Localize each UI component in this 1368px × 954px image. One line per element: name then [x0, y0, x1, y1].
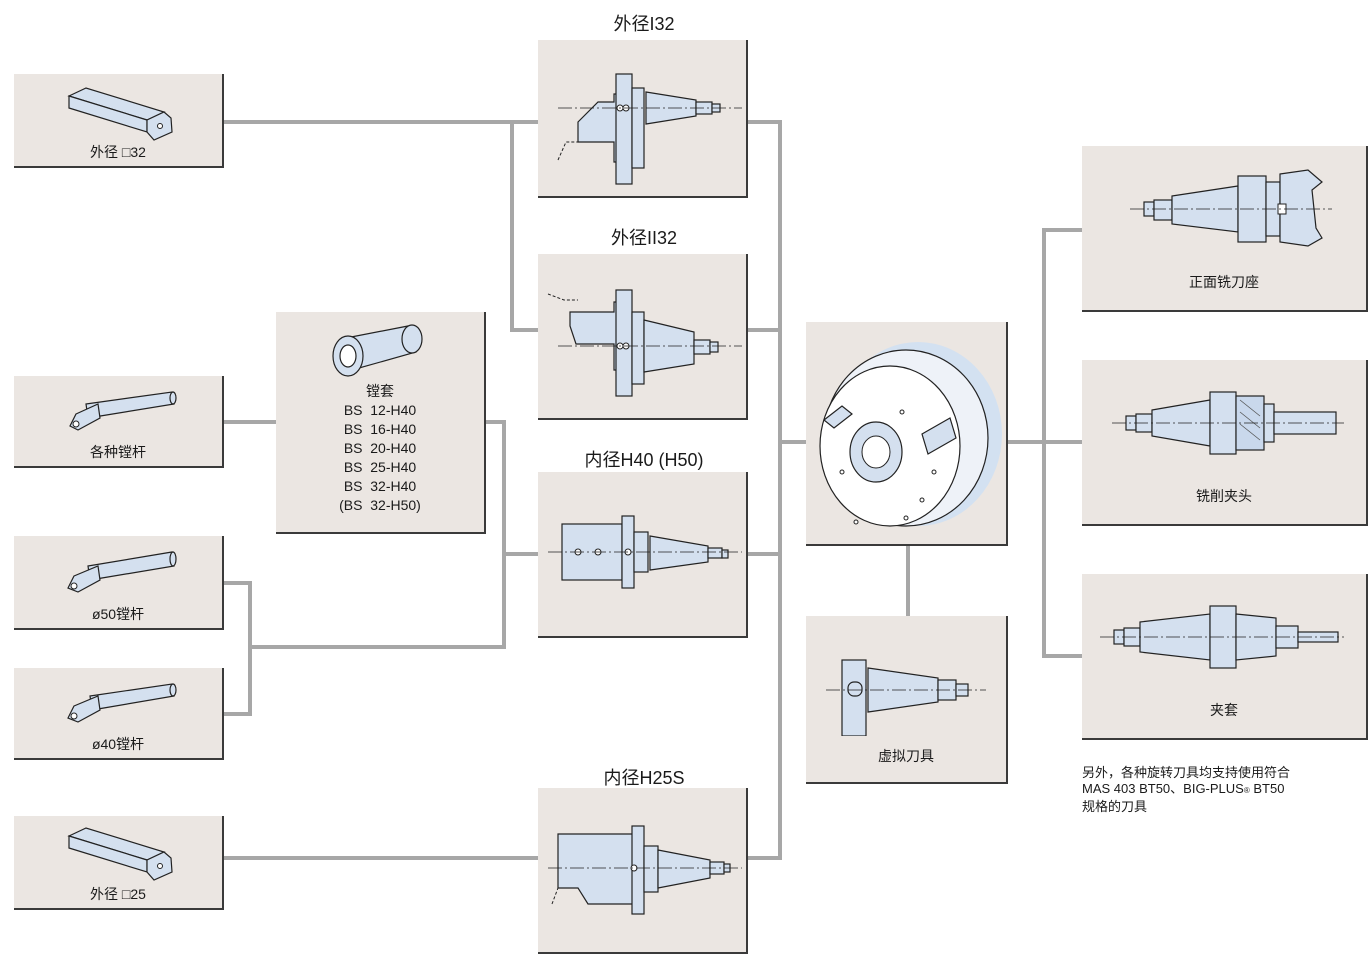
tool-label: 外径 □32	[90, 144, 146, 160]
boring-bar-icon	[69, 391, 177, 431]
tool-label: ø50镗杆	[91, 606, 145, 622]
tool-box-od25[interactable]: 外径 □25	[14, 816, 224, 910]
boring-bar-icon	[67, 683, 177, 723]
milling-chuck-icon	[1112, 391, 1344, 455]
od-holder-icon	[547, 289, 742, 397]
holder-title: 外径II32	[610, 228, 678, 248]
sleeve-label: 镗套	[366, 383, 394, 399]
holder-title: 内径H25S	[603, 768, 685, 788]
tool-label: 铣削夹头	[1196, 488, 1252, 504]
tool-label: 各种镗杆	[90, 444, 146, 460]
tool-box-bar-50[interactable]: ø50镗杆	[14, 536, 224, 630]
square-shank-tool-icon	[67, 827, 173, 881]
dummy-tool-label: 虚拟刀具	[878, 748, 934, 764]
face-mill-holder-icon	[1130, 169, 1332, 247]
turret-disk-icon	[819, 342, 1002, 527]
dummy-tool-box[interactable]: 虚拟刀具	[806, 616, 1008, 784]
holder-box-id-h25s[interactable]	[538, 788, 748, 954]
boring-sleeve-box[interactable]: 镗套 BS 12-H40 BS 16-H40 BS 20-H40 BS 25-H…	[276, 312, 486, 534]
face-mill-holder-box[interactable]: 正面铣刀座	[1082, 146, 1368, 312]
note-line: 规格的刀具	[1082, 799, 1148, 814]
tool-label: 夹套	[1210, 702, 1238, 718]
sleeve-size: BS 25-H40	[343, 459, 417, 475]
compatibility-note: 另外，各种旋转刀具均支持使用符合 MAS 403 BT50、BIG-PLUS® …	[1082, 765, 1362, 815]
holder-box-od-i32[interactable]	[538, 40, 748, 198]
sleeve-size: BS 16-H40	[343, 421, 417, 437]
note-line: MAS 403 BT50、BIG-PLUS® BT50	[1082, 781, 1285, 796]
sleeve-icon	[332, 324, 423, 377]
sleeve-size-list: 镗套 BS 12-H40 BS 16-H40 BS 20-H40 BS 25-H…	[276, 382, 484, 515]
collet-icon	[1100, 605, 1344, 669]
square-shank-tool-icon	[67, 87, 173, 141]
collet-box[interactable]: 夹套	[1082, 574, 1368, 740]
sleeve-size: BS 32-H40	[343, 478, 417, 494]
holder-box-id-h40[interactable]	[538, 472, 748, 638]
id-holder-icon	[548, 825, 742, 915]
turret-box[interactable]	[806, 322, 1008, 546]
milling-chuck-box[interactable]: 铣削夹头	[1082, 360, 1368, 526]
dummy-tool-icon	[826, 659, 986, 736]
tool-label: ø40镗杆	[91, 736, 145, 752]
holder-box-od-ii32[interactable]	[538, 254, 748, 420]
tool-label: 外径 □25	[90, 886, 146, 902]
tool-box-bar-40[interactable]: ø40镗杆	[14, 668, 224, 760]
tool-box-boring-bars[interactable]: 各种镗杆	[14, 376, 224, 468]
tool-label: 正面铣刀座	[1189, 274, 1259, 290]
holder-title: 外径I32	[613, 14, 675, 34]
note-line: 另外，各种旋转刀具均支持使用符合	[1082, 765, 1291, 780]
sleeve-size: BS 12-H40	[343, 402, 417, 418]
registered-mark: ®	[1243, 786, 1250, 795]
sleeve-size: (BS 32-H50)	[339, 497, 421, 513]
id-holder-icon	[548, 515, 742, 589]
boring-bar-icon	[67, 551, 177, 593]
od-holder-icon	[557, 73, 742, 185]
sleeve-size: BS 20-H40	[343, 440, 417, 456]
tool-box-od32[interactable]: 外径 □32	[14, 74, 224, 168]
holder-title: 内径H40 (H50)	[584, 450, 704, 470]
